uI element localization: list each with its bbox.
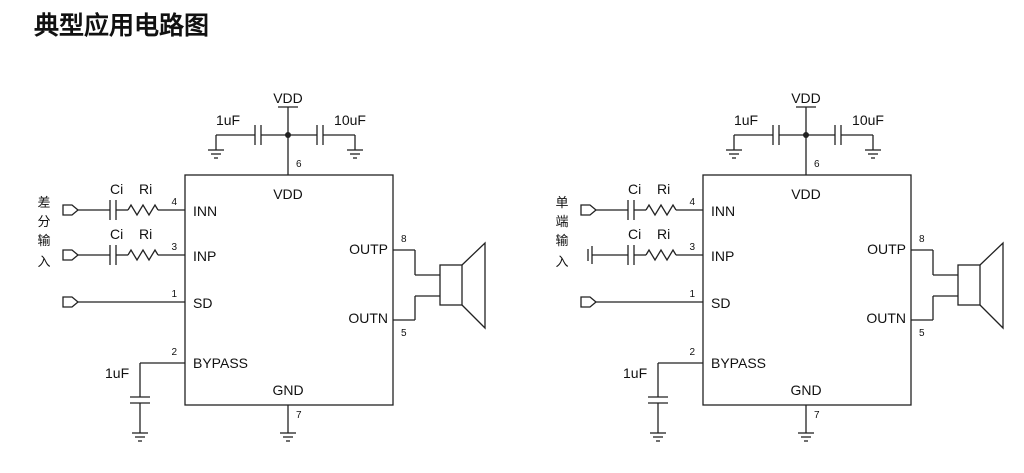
svg-text:单: 单 (555, 196, 568, 211)
chip-inp-label: INP (711, 248, 734, 264)
chip-gnd-label: GND (272, 382, 303, 398)
speaker-icon (439, 241, 486, 330)
pin-5-number: 5 (919, 328, 925, 339)
sd-input-path: 1 (62, 289, 185, 308)
chip-vdd-label: VDD (273, 186, 303, 202)
bypass-path: 1uF 2 (105, 347, 185, 442)
pin-8-number: 8 (919, 234, 925, 245)
vdd-supply-label: VDD (791, 90, 821, 106)
pin-3-number: 3 (689, 242, 695, 253)
chip-sd-label: SD (193, 295, 212, 311)
decoupling-cap-10uf: 10uF (806, 112, 884, 159)
speaker-icon (957, 241, 1004, 330)
amplifier-chip (184, 174, 394, 406)
circuit-differential: VDD 6 1uF 10uF VDD GND INN (37, 90, 486, 442)
decoupling-cap-10uf: 10uF (288, 112, 366, 159)
inp-input-path: Ci Ri 3 (62, 226, 185, 265)
pin-7-number: 7 (814, 410, 820, 421)
chip-inn-label: INN (193, 203, 217, 219)
circuit-single-ended: VDD 6 1uF 10uF VDD GND INN INP SD (555, 90, 1004, 442)
svg-text:入: 入 (555, 255, 568, 270)
pin-2-number: 2 (689, 347, 695, 358)
bypass-cap-label: 1uF (105, 365, 129, 381)
chip-bypass-label: BYPASS (193, 355, 248, 371)
page-title: 典型应用电路图 (34, 11, 210, 40)
decoupling-cap-1uf-label: 1uF (734, 112, 758, 128)
inp-ri-label: Ri (657, 226, 670, 242)
pin-1-number: 1 (689, 289, 695, 300)
inn-ci-label: Ci (110, 181, 123, 197)
chip-ground-symbol (797, 432, 815, 442)
chip-outn-label: OUTN (866, 310, 906, 326)
pin-8-number: 8 (401, 234, 407, 245)
inn-ri-label: Ri (657, 181, 670, 197)
decoupling-cap-1uf: 1uF (207, 112, 288, 159)
pin-6-number: 6 (296, 159, 302, 170)
decoupling-cap-10uf-label: 10uF (852, 112, 884, 128)
pin-1-number: 1 (171, 289, 177, 300)
pin-7-number: 7 (296, 410, 302, 421)
chip-inp-label: INP (193, 248, 216, 264)
inp-ri-label: Ri (139, 226, 152, 242)
decoupling-cap-10uf-label: 10uF (334, 112, 366, 128)
input-type-label: 单 端 输 入 (555, 196, 568, 270)
svg-text:端: 端 (555, 215, 568, 230)
chip-bypass-label: BYPASS (711, 355, 766, 371)
chip-gnd-label: GND (790, 382, 821, 398)
inn-ci-label: Ci (628, 181, 641, 197)
vdd-supply-label: VDD (273, 90, 303, 106)
speaker-output-path: 8 5 (393, 234, 440, 339)
svg-text:输: 输 (37, 233, 50, 249)
inn-input-path: Ci Ri 4 (62, 181, 185, 220)
pin-4-number: 4 (171, 197, 177, 208)
inp-grounded-path: Ci Ri 3 (587, 226, 703, 265)
amplifier-chip (702, 174, 912, 406)
inn-ri-label: Ri (139, 181, 152, 197)
chip-outn-label: OUTN (348, 310, 388, 326)
pin-4-number: 4 (689, 197, 695, 208)
inp-ci-label: Ci (110, 226, 123, 242)
decoupling-cap-1uf: 1uF (725, 112, 806, 159)
chip-outp-label: OUTP (349, 241, 388, 257)
sd-input-path: 1 (580, 289, 703, 308)
chip-sd-label: SD (711, 295, 730, 311)
svg-text:差: 差 (37, 196, 50, 211)
chip-outp-label: OUTP (867, 241, 906, 257)
chip-vdd-label: VDD (791, 186, 821, 202)
pin-6-number: 6 (814, 159, 820, 170)
pin-5-number: 5 (401, 328, 407, 339)
bypass-cap-label: 1uF (623, 365, 647, 381)
bypass-path: 1uF 2 (623, 347, 703, 442)
pin-3-number: 3 (171, 242, 177, 253)
input-type-label: 差 分 输 入 (37, 196, 50, 270)
decoupling-cap-1uf-label: 1uF (216, 112, 240, 128)
svg-text:分: 分 (37, 215, 50, 230)
svg-text:入: 入 (37, 255, 50, 270)
inp-ci-label: Ci (628, 226, 641, 242)
chip-ground-symbol (279, 432, 297, 442)
inn-input-path: Ci Ri 4 (580, 181, 703, 220)
chip-inn-label: INN (711, 203, 735, 219)
speaker-output-path: 8 5 (911, 234, 958, 339)
pin-2-number: 2 (171, 347, 177, 358)
svg-text:输: 输 (555, 233, 568, 249)
